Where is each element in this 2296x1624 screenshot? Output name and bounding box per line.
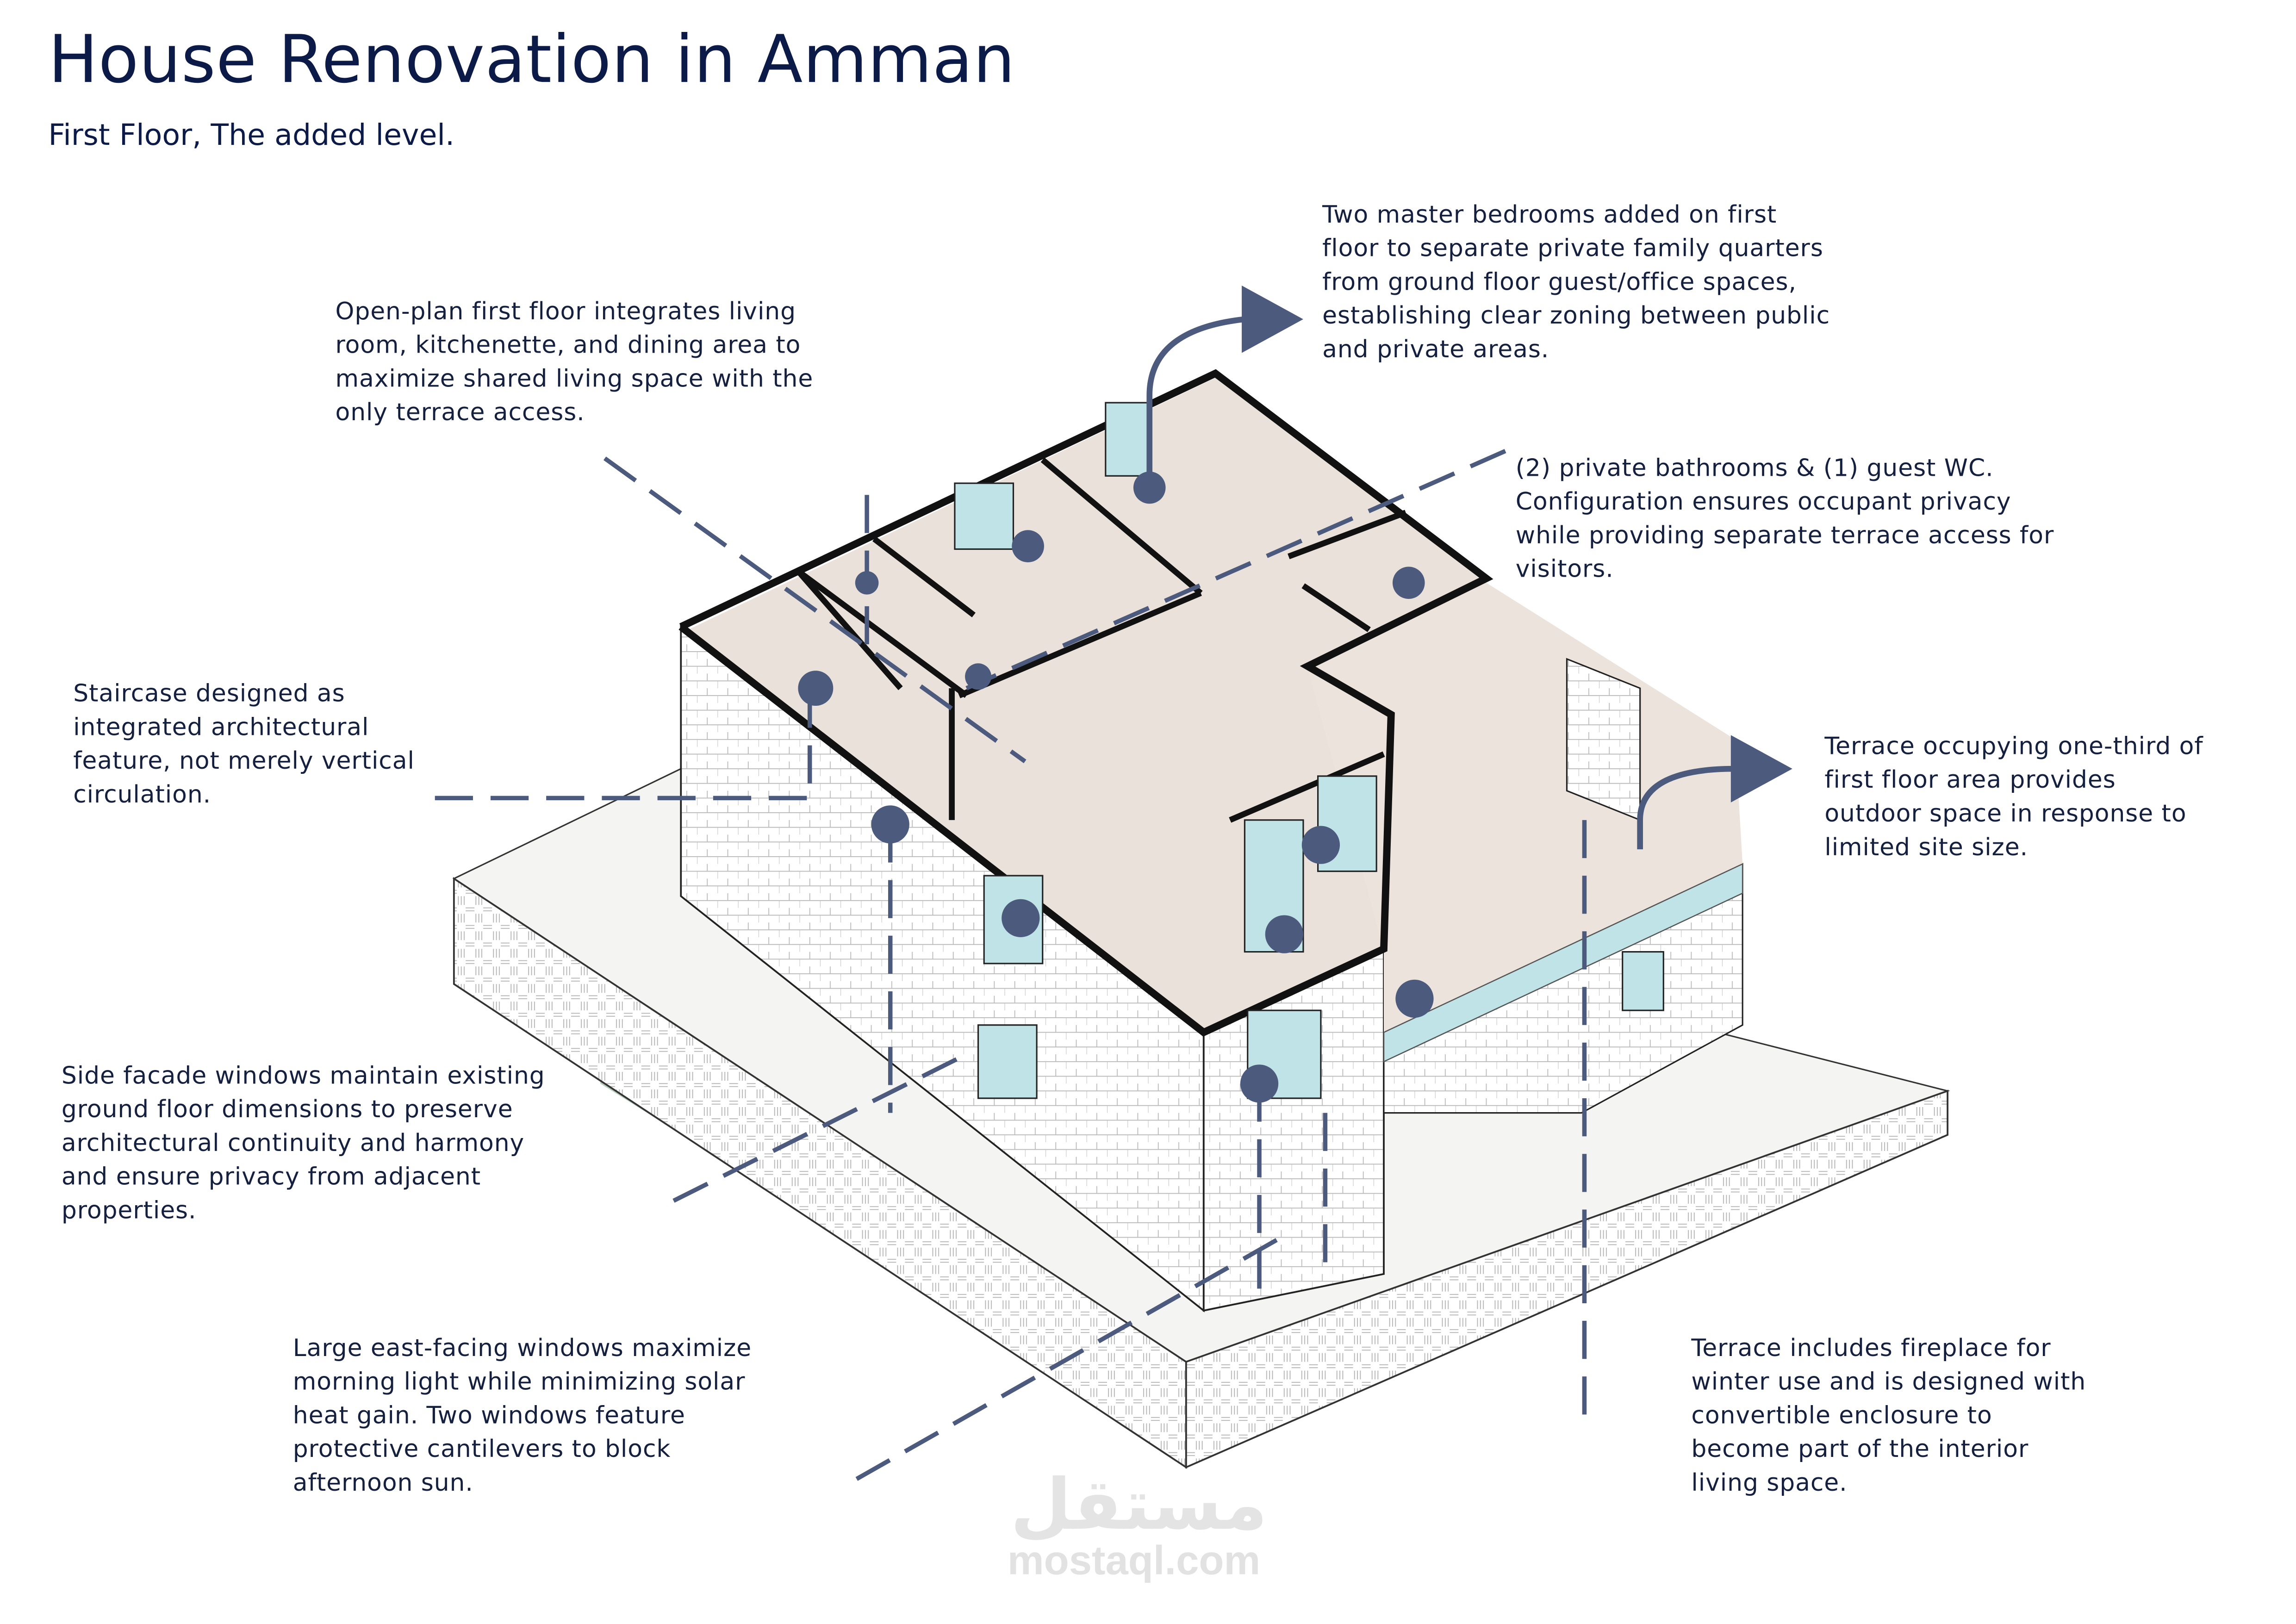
annotation-line: first floor area provides bbox=[1824, 765, 2116, 794]
annotation-line: Staircase designed as bbox=[73, 679, 345, 708]
page-title: House Renovation in Amman bbox=[48, 20, 1015, 98]
interior-walls bbox=[796, 569, 903, 691]
annotation-line: Terrace includes fireplace for bbox=[1691, 1334, 2051, 1362]
annotation-line: afternoon sun. bbox=[292, 1468, 473, 1497]
annotation-terrace-area: Terrace occupying one-third of first floo… bbox=[1824, 729, 2203, 864]
annotation-line: (2) private bathrooms & (1) guest WC. bbox=[1515, 454, 1994, 482]
room-partitions bbox=[796, 457, 1407, 823]
annotation-line: Configuration ensures occupant privacy bbox=[1515, 487, 2011, 516]
annotation-line: floor to separate private family quarter… bbox=[1322, 234, 1823, 262]
leader-lines bbox=[435, 449, 1587, 1481]
annotation-line: Open-plan first floor integrates living bbox=[335, 297, 796, 325]
annotation-line: ground floor dimensions to preserve bbox=[61, 1095, 513, 1123]
annotation-bathrooms: (2) private bathrooms & (1) guest WC. Con… bbox=[1516, 451, 2054, 586]
watermark-latin: mostaql.com bbox=[1007, 1537, 1261, 1583]
annotation-line: Large east-facing windows maximize bbox=[292, 1334, 752, 1362]
annotation-line: convertible enclosure to bbox=[1691, 1401, 1992, 1430]
annotation-line: living space. bbox=[1691, 1468, 1848, 1497]
annotation-line: protective cantilevers to block bbox=[292, 1435, 671, 1463]
annotation-line: and private areas. bbox=[1322, 335, 1549, 363]
annotation-line: circulation. bbox=[73, 780, 212, 809]
annotation-line: room, kitchenette, and dining area to bbox=[335, 331, 801, 359]
watermark-arabic: مستقل bbox=[1010, 1464, 1268, 1547]
annotation-fireplace: Terrace includes fireplace for winter use… bbox=[1691, 1331, 2086, 1500]
annotation-line: establishing clear zoning between public bbox=[1322, 301, 1830, 330]
annotation-line: limited site size. bbox=[1824, 833, 2028, 861]
annotation-line: visitors. bbox=[1515, 555, 1614, 583]
annotation-line: only terrace access. bbox=[335, 398, 585, 426]
annotation-line: winter use and is designed with bbox=[1691, 1368, 2086, 1396]
annotation-open-plan: Open-plan first floor integrates living r… bbox=[336, 294, 814, 429]
arrow-head-terrace bbox=[1730, 735, 1792, 803]
annotation-line: from ground floor guest/office spaces, bbox=[1322, 268, 1797, 296]
annotation-east-windows: Large east-facing windows maximize mornin… bbox=[293, 1331, 752, 1500]
annotation-line: outdoor space in response to bbox=[1824, 799, 2187, 828]
annotation-line: Side facade windows maintain existing bbox=[61, 1061, 545, 1090]
annotation-line: architectural continuity and harmony bbox=[61, 1129, 525, 1157]
annotation-staircase: Staircase designed as integrated architec… bbox=[73, 677, 415, 811]
annotation-line: feature, not merely vertical bbox=[73, 747, 415, 775]
annotation-line: Terrace occupying one-third of bbox=[1824, 732, 2203, 760]
annotation-side-facade: Side facade windows maintain existing gro… bbox=[62, 1059, 545, 1227]
annotation-line: integrated architectural bbox=[73, 713, 369, 741]
annotation-master-bedrooms: Two master bedrooms added on first floor … bbox=[1322, 198, 1830, 366]
annotation-line: morning light while minimizing solar bbox=[292, 1368, 746, 1396]
wall-outline bbox=[678, 369, 1493, 1037]
arrow-head-bedrooms bbox=[1242, 285, 1303, 353]
terrace-glass-railing bbox=[1383, 863, 1743, 1063]
annotation-line: heat gain. Two windows feature bbox=[292, 1401, 685, 1430]
site-wall-right bbox=[1185, 1089, 1949, 1469]
annotation-line: maximize shared living space with the bbox=[335, 364, 814, 392]
leader-dots bbox=[798, 471, 1434, 1103]
page-subtitle: First Floor, The added level. bbox=[48, 117, 455, 153]
annotation-line: properties. bbox=[61, 1196, 197, 1225]
leader-arrows bbox=[1146, 316, 1736, 850]
annotation-line: while providing separate terrace access … bbox=[1515, 521, 2054, 549]
annotation-line: Two master bedrooms added on first bbox=[1322, 200, 1777, 229]
annotation-line: and ensure privacy from adjacent bbox=[61, 1163, 481, 1191]
fireplace bbox=[1566, 658, 1641, 821]
annotation-line: become part of the interior bbox=[1691, 1435, 2029, 1463]
